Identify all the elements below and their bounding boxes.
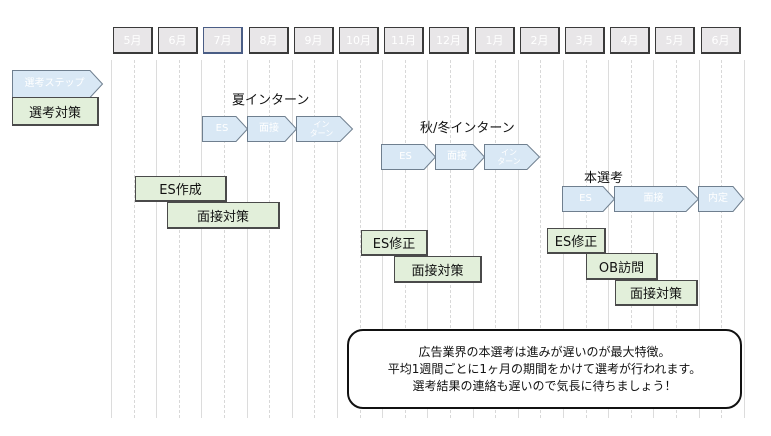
autumn-prep-interview: 面接対策: [394, 256, 482, 283]
step-label: 内定: [708, 193, 728, 204]
chevron-shape-icon: [12, 70, 104, 98]
grid-line: [699, 60, 700, 418]
month-header: 2月: [520, 27, 560, 54]
step-label: ES: [399, 151, 412, 162]
grid-line-dashed: [134, 60, 135, 418]
autumn-winter-intern-title: 秋/冬インターン: [420, 121, 515, 136]
grid-line-dashed: [631, 60, 632, 418]
grid-line: [156, 60, 157, 418]
grid-line-dashed: [360, 60, 361, 418]
summer-intern-title: 夏インターン: [232, 93, 310, 108]
month-header: 5月: [113, 27, 153, 54]
month-header: 9月: [294, 27, 334, 54]
callout-line: 広告業界の本選考は進みが遅いのが最大特徴。: [418, 344, 671, 359]
step-label: イン ターン: [309, 120, 334, 138]
month-header: 1月: [475, 27, 515, 54]
callout-line: 選考結果の連絡も遅いので気長に待ちましょう！: [412, 378, 677, 393]
chevron-shape-icon: [435, 144, 486, 170]
grid-line-dashed: [224, 60, 225, 418]
step-label: イン ターン: [497, 148, 521, 166]
month-header: 12月: [429, 27, 469, 54]
main-step-interview: 面接: [614, 186, 700, 212]
grid-line: [653, 60, 654, 418]
chevron-shape-icon: [614, 186, 700, 212]
grid-line: [608, 60, 609, 418]
chevron-shape-icon: [381, 144, 437, 170]
legend-prep-box: 選考対策: [12, 97, 99, 126]
step-label: 面接: [447, 151, 467, 162]
autumn-step-interview: 面接: [435, 144, 486, 170]
month-header: 4月: [610, 27, 650, 54]
main-step-offer: 内定: [698, 186, 745, 212]
chevron-shape-icon: [296, 116, 354, 142]
grid-line-dashed: [540, 60, 541, 418]
grid-line: [111, 60, 112, 418]
summer-step-es: ES: [202, 116, 249, 142]
main-step-es: ES: [562, 186, 616, 212]
step-label: 面接: [259, 123, 279, 134]
grid-line-dashed: [179, 60, 180, 418]
step-label: 面接: [643, 193, 664, 204]
callout-line: 平均1週間ごとに1ヶ月の期間をかけて選考が行われます。: [387, 361, 702, 376]
chevron-shape-icon: [562, 186, 616, 212]
chevron-shape-icon: [698, 186, 745, 212]
grid-line-dashed: [269, 60, 270, 418]
grid-line: [247, 60, 248, 418]
summer-step-interview: 面接: [247, 116, 298, 142]
chevron-shape-icon: [247, 116, 298, 142]
legend-step-chevron: 選考ステップ: [12, 70, 104, 98]
main-prep-interview: 面接対策: [615, 280, 698, 306]
grid-line: [201, 60, 202, 418]
main-prep-ob-visit: OB訪問: [586, 253, 658, 280]
grid-line: [473, 60, 474, 418]
month-header: 3月: [565, 27, 605, 54]
grid-line-dashed: [450, 60, 451, 418]
month-header: 5月: [655, 27, 695, 54]
summer-step-intern: イン ターン: [296, 116, 354, 142]
autumn-step-intern: イン ターン: [484, 144, 541, 170]
month-header: 10月: [339, 27, 379, 54]
chevron-shape-icon: [202, 116, 249, 142]
summer-prep-es: ES作成: [135, 176, 227, 202]
grid-line-dashed: [721, 60, 722, 418]
month-header: 11月: [384, 27, 424, 54]
summer-prep-interview: 面接対策: [167, 202, 280, 229]
main-selection-title: 本選考: [584, 171, 624, 186]
month-header: 7月: [203, 27, 243, 54]
chevron-shape-icon: [484, 144, 541, 170]
autumn-step-es: ES: [381, 144, 437, 170]
callout-note: 広告業界の本選考は進みが遅いのが最大特徴。 平均1週間ごとに1ヶ月の期間をかけて…: [347, 329, 742, 409]
month-header: 8月: [249, 27, 289, 54]
grid-line-dashed: [314, 60, 315, 418]
grid-line: [744, 60, 745, 418]
grid-line: [292, 60, 293, 418]
step-label: ES: [579, 193, 592, 204]
month-header: 6月: [158, 27, 198, 54]
month-header: 6月: [701, 27, 741, 54]
grid-line: [337, 60, 338, 418]
autumn-prep-es: ES修正: [361, 230, 428, 256]
legend-step-label: 選考ステップ: [24, 78, 85, 89]
grid-line-dashed: [495, 60, 496, 418]
grid-line-dashed: [676, 60, 677, 418]
main-prep-es: ES修正: [547, 228, 606, 254]
grid-line: [518, 60, 519, 418]
step-label: ES: [215, 123, 229, 134]
